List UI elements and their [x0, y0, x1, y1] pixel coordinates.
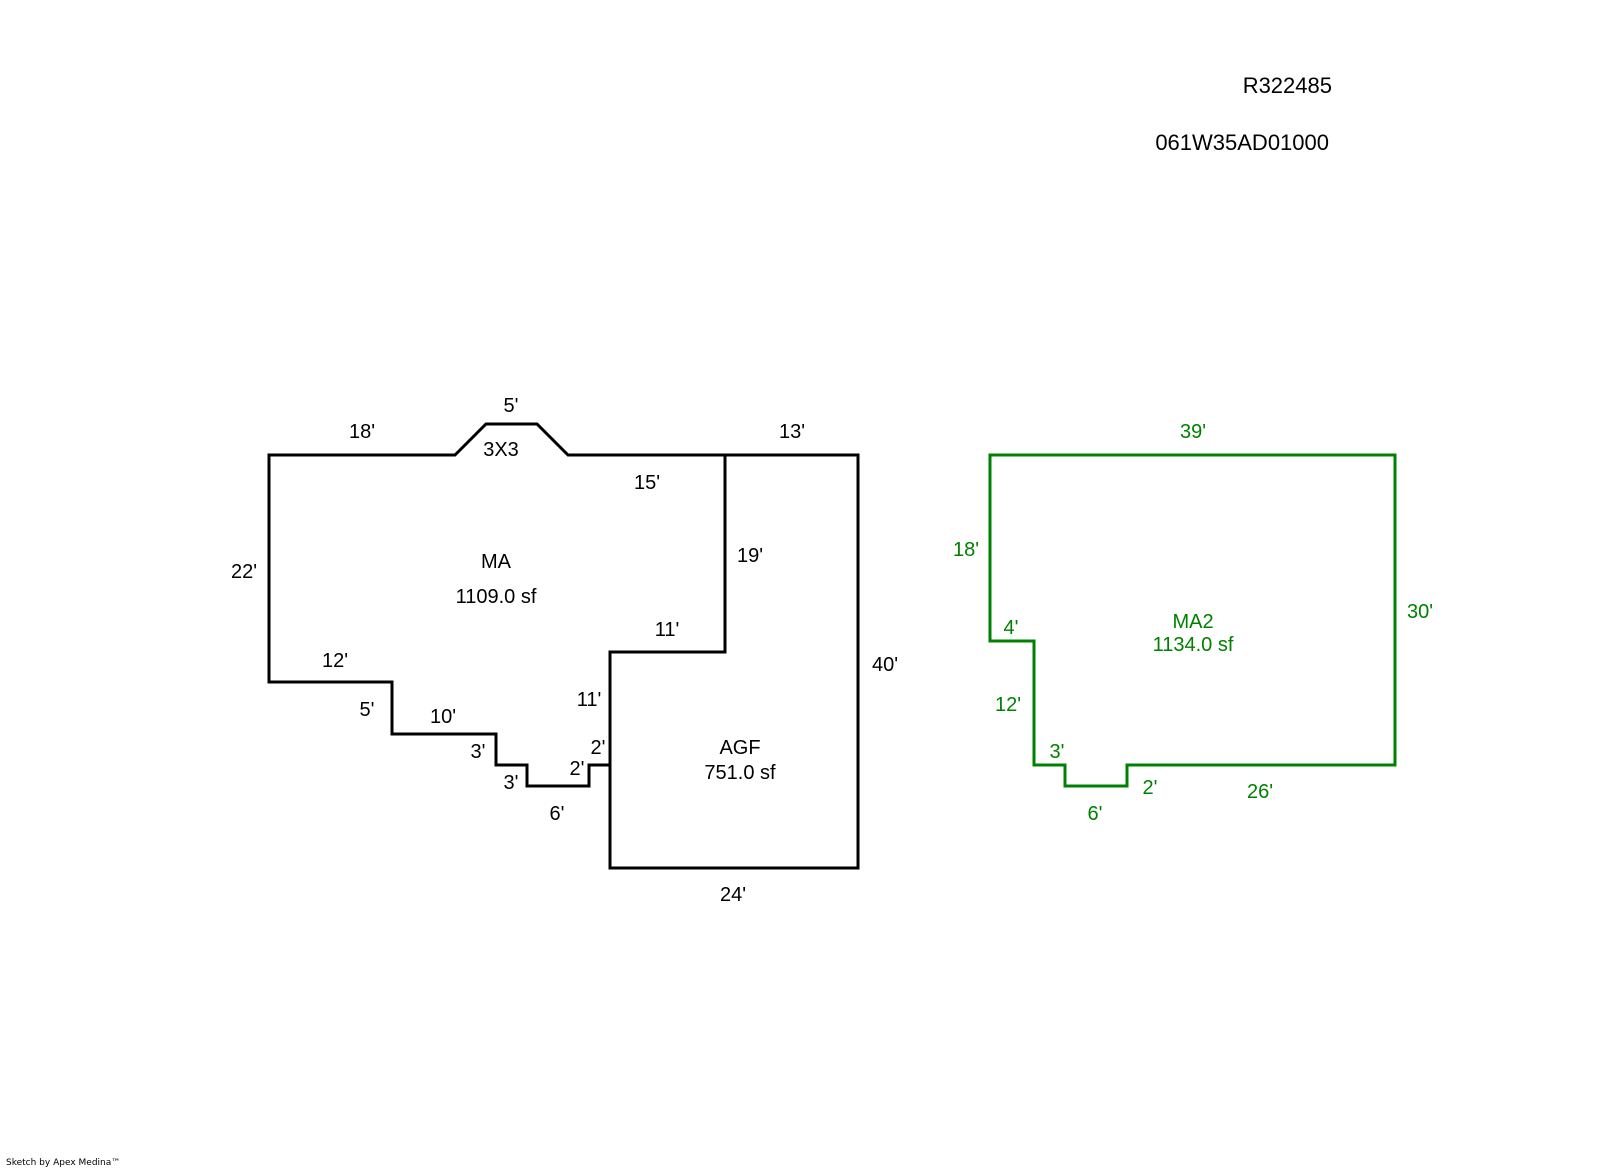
agf-outline — [608, 453, 860, 870]
dim-ma2-left: 18' — [953, 539, 979, 561]
dim-ma2-step-3: 3' — [1050, 741, 1065, 763]
dim-step-6: 6' — [550, 803, 565, 825]
area-code-ma: MA — [481, 551, 512, 573]
dim-ma2-step-2: 2' — [1143, 777, 1158, 799]
dim-ma2-step-12: 12' — [995, 694, 1021, 716]
bay-label: 3X3 — [483, 439, 519, 461]
building-1 — [267, 422, 860, 870]
parcel-id: R322485 — [1243, 73, 1332, 98]
area-code-ma2: MA2 — [1172, 611, 1213, 633]
dim-step-2b: 2' — [591, 737, 606, 759]
dim-step-10: 10' — [430, 706, 456, 728]
dim-step-3a: 3' — [471, 741, 486, 763]
dim-step-2a: 2' — [570, 758, 585, 780]
dim-inner-top: 15' — [634, 472, 660, 494]
building-2-labels: 39' 18' 30' 4' 12' 3' 6' 2' 26' MA2 1134… — [953, 421, 1433, 825]
sketch-credit: Sketch by Apex Medina™ — [6, 1158, 121, 1168]
dim-ma2-bottom-26: 26' — [1247, 781, 1273, 803]
dim-garage-left: 11' — [577, 689, 602, 711]
dim-ma2-bottom-6: 6' — [1088, 803, 1103, 825]
dim-garage-divider: 19' — [737, 545, 763, 567]
area-size-agf: 751.0 sf — [704, 762, 776, 784]
area-size-ma2: 1134.0 sf — [1153, 634, 1234, 656]
dim-top-left: 18' — [349, 421, 375, 443]
dim-step-12: 12' — [322, 650, 348, 672]
area-size-ma: 1109.0 sf — [456, 586, 537, 608]
area-code-agf: AGF — [719, 737, 760, 759]
ma-outline — [267, 422, 725, 788]
dim-garage-right: 40' — [872, 654, 898, 676]
dim-step-5: 5' — [360, 699, 375, 721]
ma2-outline — [988, 453, 1397, 788]
dim-ma2-top: 39' — [1180, 421, 1206, 443]
map-number: 061W35AD01000 — [1155, 130, 1329, 155]
dim-top-right: 13' — [779, 421, 805, 443]
dim-step-3b: 3' — [504, 772, 519, 794]
dim-ma2-step-4: 4' — [1004, 617, 1019, 639]
dim-garage-bottom: 24' — [720, 884, 746, 906]
building-1-labels: 18' 5' 3X3 13' 15' 22' 19' 11' 40' 12' 5… — [231, 395, 898, 906]
dim-bay-top: 5' — [504, 395, 519, 417]
dim-inner-step: 11' — [655, 619, 680, 641]
dim-ma2-right: 30' — [1407, 601, 1433, 623]
dim-left: 22' — [231, 561, 257, 583]
